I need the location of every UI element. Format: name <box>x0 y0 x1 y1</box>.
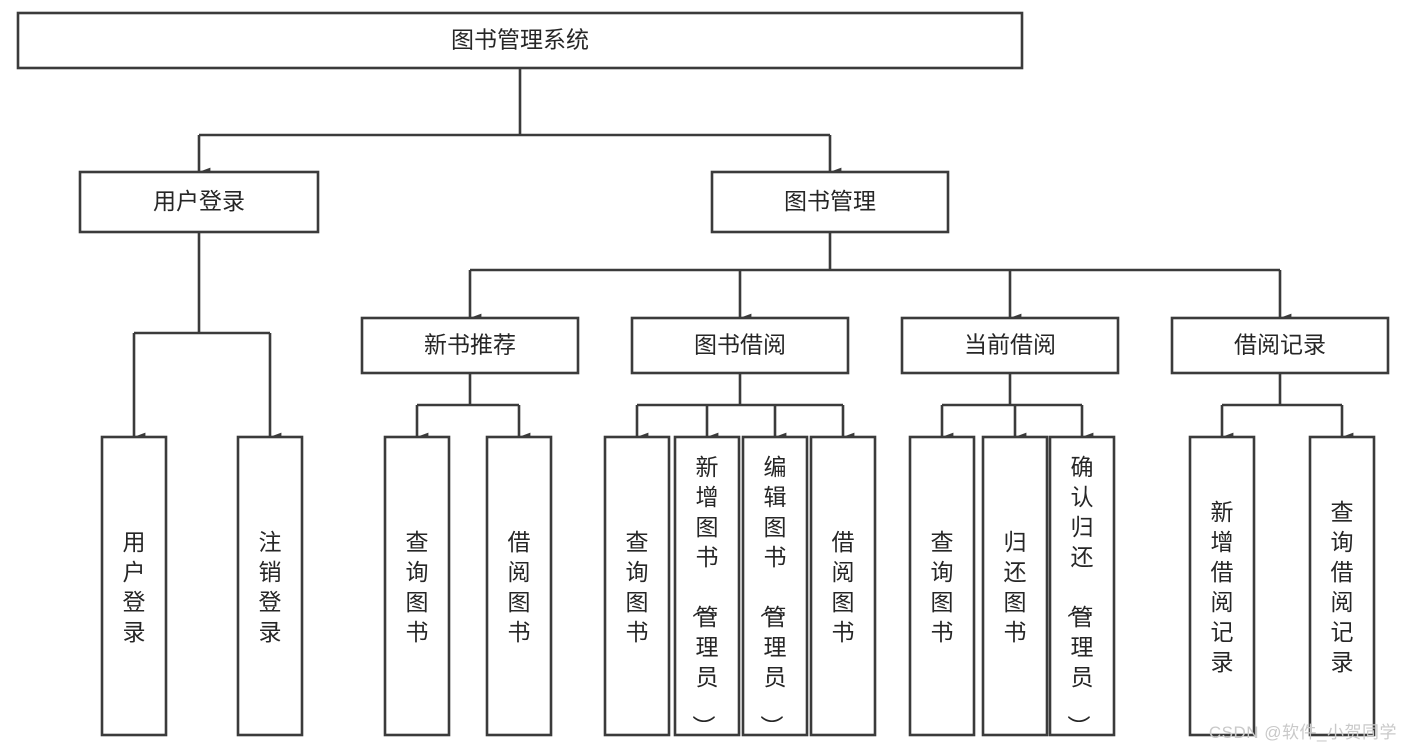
leaf-node[interactable]: 查询借阅记录 <box>1308 435 1376 737</box>
leaf-node[interactable]: 新增借阅记录 <box>1188 435 1256 737</box>
level3-node[interactable]: 图书借阅 <box>630 316 850 375</box>
leaf-node[interactable]: 注销登录 <box>236 435 304 737</box>
leaf-box[interactable] <box>100 435 168 737</box>
level3-box[interactable] <box>1170 316 1390 375</box>
leaf-box[interactable] <box>383 435 451 737</box>
leaf-node[interactable]: 借阅图书 <box>485 435 553 737</box>
root-label: 图书管理系统 <box>451 27 589 53</box>
level3-label: 新书推荐 <box>424 332 516 358</box>
leaf-label: 查询图书 <box>406 529 429 645</box>
leaf-box[interactable] <box>1308 435 1376 737</box>
level2-box[interactable] <box>710 170 950 234</box>
level3-label: 图书借阅 <box>694 332 786 358</box>
leaf-label: 查询图书 <box>626 529 649 645</box>
leaf-label: 归还图书 <box>1004 529 1027 645</box>
level3-box[interactable] <box>630 316 850 375</box>
level2-node[interactable]: 用户登录 <box>78 170 320 234</box>
level2-label: 用户登录 <box>153 188 245 214</box>
leaf-node[interactable]: 借阅图书 <box>809 435 877 737</box>
leaf-box[interactable] <box>741 435 809 737</box>
leaf-node[interactable]: 新增图书（管理员） <box>673 435 741 738</box>
level2-box[interactable] <box>78 170 320 234</box>
leaf-box[interactable] <box>809 435 877 737</box>
leaf-label: 注销登录 <box>259 529 282 645</box>
root-node[interactable]: 图书管理系统 <box>16 11 1024 70</box>
leaf-node[interactable]: 查询图书 <box>603 435 671 737</box>
leaf-label: 用户登录 <box>123 529 146 645</box>
leaf-node[interactable]: 查询图书 <box>383 435 451 737</box>
leaf-label: 查询借阅记录 <box>1331 499 1354 675</box>
leaf-node[interactable]: 用户登录 <box>100 435 168 737</box>
leaf-node[interactable]: 编辑图书（管理员） <box>741 435 809 738</box>
level3-node[interactable]: 借阅记录 <box>1170 316 1390 375</box>
level2-node[interactable]: 图书管理 <box>710 170 950 234</box>
connector-lines <box>132 68 1354 442</box>
leaf-box[interactable] <box>1188 435 1256 737</box>
node-boxes: 图书管理系统用户登录图书管理新书推荐图书借阅当前借阅借阅记录用户登录注销登录查询… <box>16 11 1390 738</box>
level2-label: 图书管理 <box>784 188 876 214</box>
leaf-box[interactable] <box>1048 435 1116 737</box>
leaf-box[interactable] <box>981 435 1049 737</box>
leaf-box[interactable] <box>908 435 976 737</box>
leaf-box[interactable] <box>236 435 304 737</box>
leaf-label: 借阅图书 <box>832 529 855 645</box>
level3-label: 借阅记录 <box>1234 332 1326 358</box>
level3-node[interactable]: 新书推荐 <box>360 316 580 375</box>
leaf-label: 确认归还（管理员） <box>1066 454 1094 738</box>
leaf-box[interactable] <box>603 435 671 737</box>
leaf-node[interactable]: 归还图书 <box>981 435 1049 737</box>
leaf-box[interactable] <box>485 435 553 737</box>
leaf-node[interactable]: 查询图书 <box>908 435 976 737</box>
level3-label: 当前借阅 <box>964 332 1056 358</box>
level3-box[interactable] <box>360 316 580 375</box>
leaf-label: 借阅图书 <box>508 529 531 645</box>
leaf-node[interactable]: 确认归还（管理员） <box>1048 435 1116 738</box>
leaf-label: 新增借阅记录 <box>1211 499 1234 675</box>
leaf-box[interactable] <box>673 435 741 737</box>
root-box[interactable] <box>16 11 1024 70</box>
leaf-label: 编辑图书（管理员） <box>759 454 787 738</box>
leaf-label: 查询图书 <box>931 529 954 645</box>
level3-node[interactable]: 当前借阅 <box>900 316 1120 375</box>
level3-box[interactable] <box>900 316 1120 375</box>
leaf-label: 新增图书（管理员） <box>691 454 719 738</box>
